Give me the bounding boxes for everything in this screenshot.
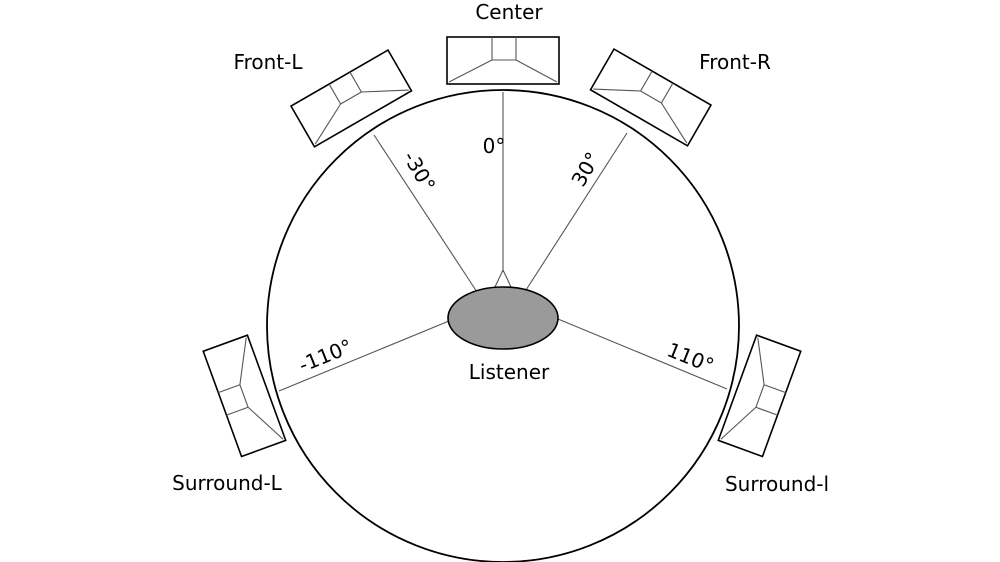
speaker-front-right [589, 47, 713, 147]
speaker-center [446, 36, 560, 85]
label-listener: Listener [469, 360, 550, 384]
speaker-surround-right [717, 334, 802, 458]
label-surround-right: Surround-l [725, 472, 829, 496]
listener-nose [493, 268, 513, 290]
angle-label-center: 0° [483, 134, 506, 158]
ray-front-right [525, 132, 628, 291]
label-front-left: Front-L [234, 50, 304, 74]
label-center: Center [475, 0, 543, 24]
speaker-surround-left [202, 334, 287, 458]
angle-label-front-right: 30° [566, 148, 605, 191]
angle-rays [278, 92, 728, 392]
label-front-right: Front-R [699, 50, 771, 74]
ray-surround-left [278, 320, 450, 392]
listening-circle [266, 89, 740, 562]
listener-ellipse [447, 286, 559, 350]
angle-label-surround-left: -110° [295, 334, 355, 377]
speaker-front-left [289, 48, 413, 148]
angle-label-front-left: -30° [398, 147, 440, 196]
ray-front-left [373, 134, 478, 293]
label-surround-left: Surround-L [172, 471, 283, 495]
ray-surround-right [557, 318, 728, 390]
angle-label-surround-right: 110° [664, 337, 718, 377]
